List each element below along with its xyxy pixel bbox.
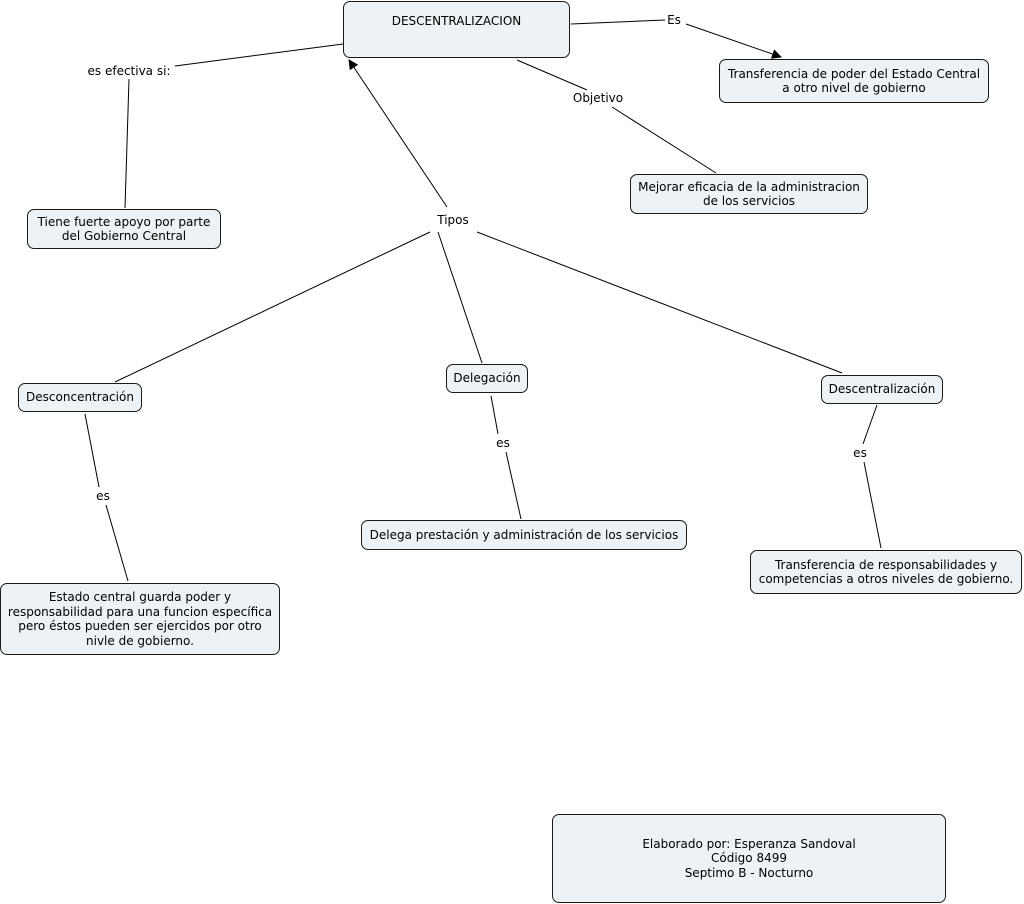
desc-delegacion-label: Delega prestación y administración de lo… xyxy=(369,527,679,542)
link-root-es xyxy=(570,19,666,25)
author-label: Elaborado por: Esperanza Sandoval Código… xyxy=(642,836,856,880)
link-es-desc-delegacion xyxy=(505,451,522,520)
condition-node[interactable]: Tiene fuerte apoyo por parte del Gobiern… xyxy=(27,209,221,249)
link-root-objetivo xyxy=(516,59,588,91)
objective-node[interactable]: Mejorar eficacia de la administracion de… xyxy=(630,174,868,214)
link-tipos-delegacion xyxy=(437,231,483,364)
link-label-es-delegacion: es xyxy=(494,436,512,450)
condition-label: Tiene fuerte apoyo por parte del Gobiern… xyxy=(37,214,211,244)
link-label-es-desconcentracion: es xyxy=(94,489,112,503)
link-label-tipos: Tipos xyxy=(435,213,471,227)
link-tipos-desconcentracion xyxy=(114,231,431,383)
link-tipos-root xyxy=(348,59,448,208)
definition-node[interactable]: Transferencia de poder del Estado Centra… xyxy=(719,59,989,103)
link-root-efectiva xyxy=(174,43,344,67)
desc-descentralizacion-label: Transferencia de responsabilidades y com… xyxy=(758,557,1014,587)
link-es-desc-descentralizacion xyxy=(863,461,882,549)
link-desconcentracion-es xyxy=(84,413,100,488)
type-delegacion-label: Delegación xyxy=(453,371,521,386)
desc-descentralizacion-node[interactable]: Transferencia de responsabilidades y com… xyxy=(750,550,1022,594)
root-concept-node[interactable]: DESCENTRALIZACION xyxy=(343,1,570,58)
type-desconcentracion-node[interactable]: Desconcentración xyxy=(18,383,142,412)
link-label-es-descentralizacion: es xyxy=(851,446,869,460)
link-tipos-descentralizacion xyxy=(476,231,843,374)
desc-desconcentracion-node[interactable]: Estado central guarda poder y responsabi… xyxy=(0,583,280,655)
definition-label: Transferencia de poder del Estado Centra… xyxy=(727,66,981,96)
desc-desconcentracion-label: Estado central guarda poder y responsabi… xyxy=(7,590,273,648)
link-label-efectiva: es efectiva si: xyxy=(85,64,173,78)
type-delegacion-node[interactable]: Delegación xyxy=(446,364,528,393)
link-efectiva-condition xyxy=(124,78,130,209)
link-objetivo-objective xyxy=(611,106,717,174)
link-descentralizacion-es xyxy=(862,404,878,445)
root-concept-label: DESCENTRALIZACION xyxy=(391,14,522,28)
link-delegacion-es xyxy=(490,395,499,435)
link-label-es-top: Es xyxy=(665,13,683,27)
desc-delegacion-node[interactable]: Delega prestación y administración de lo… xyxy=(361,520,687,550)
type-descentralizacion-label: Descentralización xyxy=(828,382,936,397)
link-es-definition xyxy=(685,23,782,59)
objective-label: Mejorar eficacia de la administracion de… xyxy=(638,179,860,209)
type-descentralizacion-node[interactable]: Descentralización xyxy=(821,375,943,404)
type-desconcentracion-label: Desconcentración xyxy=(26,390,134,405)
author-node[interactable]: Elaborado por: Esperanza Sandoval Código… xyxy=(552,814,946,903)
link-es-desc-desconcentracion xyxy=(105,504,129,582)
link-label-objetivo: Objetivo xyxy=(570,91,626,105)
